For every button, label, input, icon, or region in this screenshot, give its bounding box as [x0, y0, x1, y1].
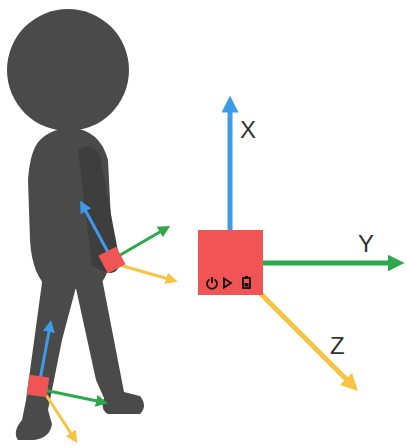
back-leg: [72, 268, 144, 414]
sensor-icons: [207, 276, 250, 289]
sensor-box: [198, 230, 263, 295]
person-silhouette: [7, 9, 144, 440]
y-axis-arrow: [262, 261, 396, 266]
sensor-box: [27, 375, 50, 398]
z-axis-arrow: [255, 288, 352, 385]
x-axis-arrow: [83, 206, 109, 254]
z-axis-arrow: [44, 392, 74, 438]
sensor-box: [98, 246, 125, 273]
head: [7, 9, 129, 131]
battery-icon: [245, 276, 248, 278]
y-axis-arrow: [115, 229, 165, 258]
x-axis-arrow: [228, 104, 233, 230]
ankle-sensor: [27, 326, 102, 438]
y-axis-arrow: [44, 390, 102, 402]
axis-label: X: [240, 118, 256, 142]
wrist-sensor: [83, 206, 172, 280]
axis-label: Z: [330, 334, 345, 358]
z-axis-arrow: [116, 264, 172, 280]
large-sensor: [198, 104, 396, 385]
play-icon: [224, 279, 231, 288]
axis-label: Y: [358, 232, 374, 256]
x-axis-arrow: [40, 326, 50, 380]
power-icon: [211, 277, 213, 283]
front-leg: [16, 268, 80, 440]
battery-icon: [243, 278, 250, 288]
battery-icon: [245, 283, 249, 287]
